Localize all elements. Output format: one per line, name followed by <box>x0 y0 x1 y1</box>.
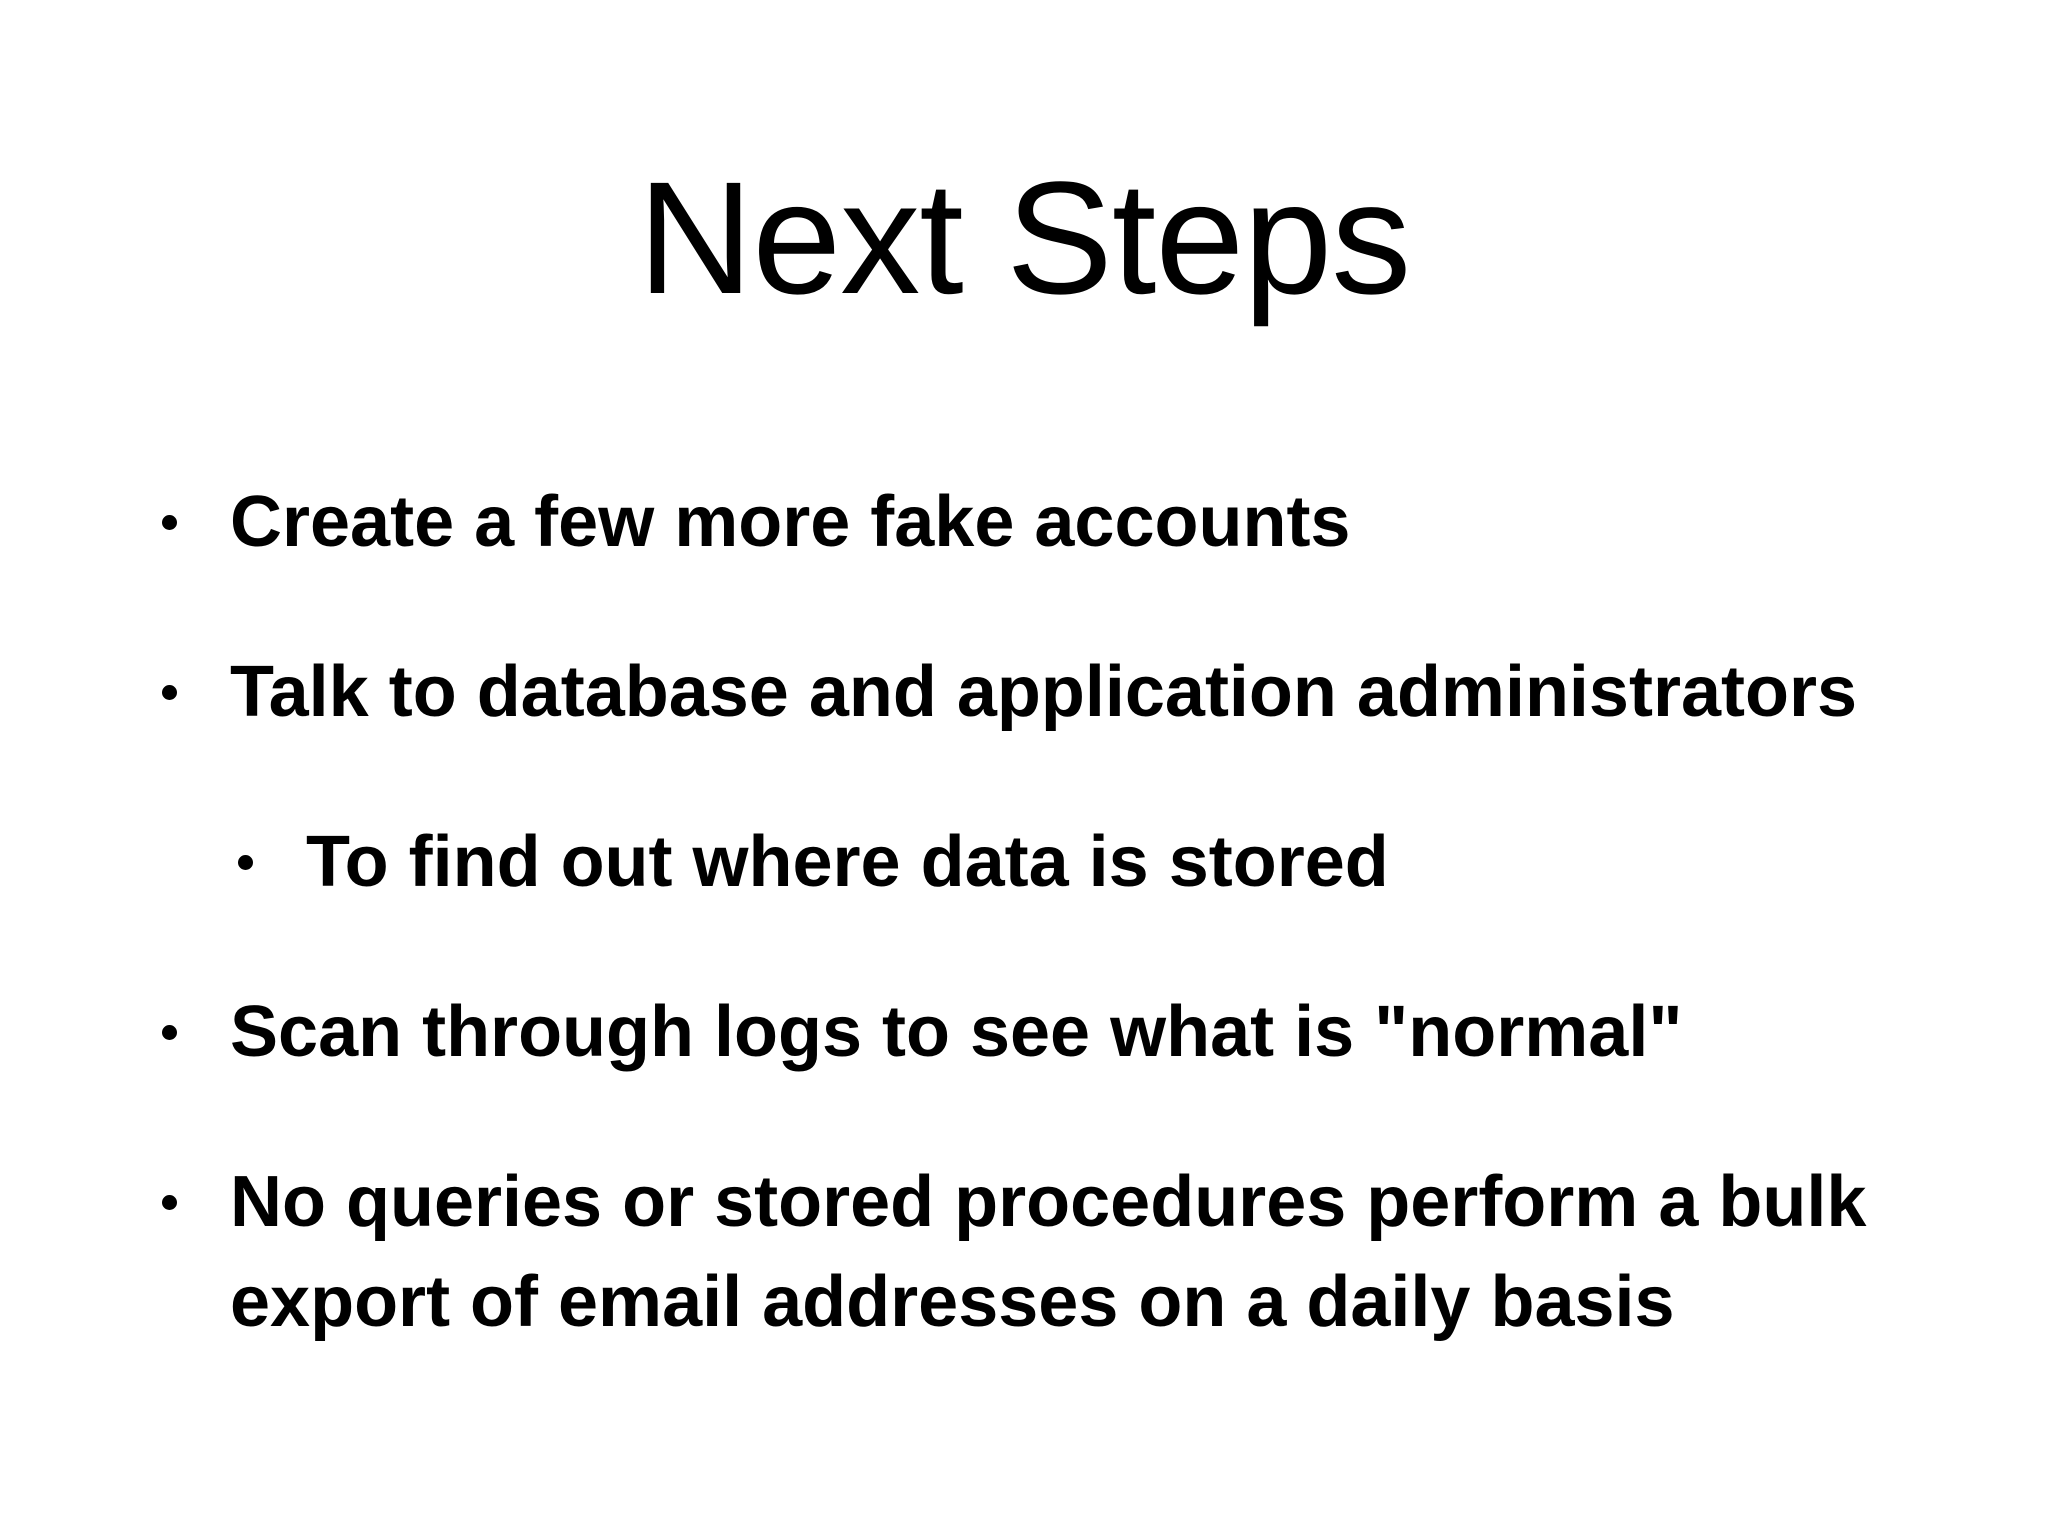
bullet-marker <box>210 812 306 912</box>
bullet-list: Create a few more fake accounts Talk to … <box>134 472 1968 1422</box>
sub-bullet-item: To find out where data is stored <box>210 812 1968 912</box>
bullet-text: Scan through logs to see what is "normal… <box>230 992 1683 1072</box>
sub-bullet-text: To find out where data is stored <box>306 822 1389 902</box>
bullet-text: No queries or stored procedures perform … <box>230 1162 1867 1342</box>
slide-title: Next Steps <box>637 148 1412 327</box>
bullet-dot-icon <box>162 1194 177 1210</box>
bullet-dot-icon <box>162 684 177 700</box>
bullet-item: Create a few more fake accounts <box>134 472 1968 572</box>
bullet-marker <box>134 982 230 1082</box>
bullet-dot-icon <box>162 514 177 530</box>
bullet-dot-icon <box>162 1024 177 1040</box>
bullet-text: Talk to database and application adminis… <box>230 652 1858 732</box>
bullet-item: No queries or stored procedures perform … <box>134 1152 1968 1352</box>
bullet-item: Talk to database and application adminis… <box>134 642 1968 742</box>
bullet-marker <box>134 1152 230 1252</box>
bullet-item: Scan through logs to see what is "normal… <box>134 982 1968 1082</box>
bullet-marker <box>134 642 230 742</box>
bullet-marker <box>134 472 230 572</box>
bullet-text: Create a few more fake accounts <box>230 482 1351 562</box>
bullet-dot-icon <box>238 854 253 870</box>
